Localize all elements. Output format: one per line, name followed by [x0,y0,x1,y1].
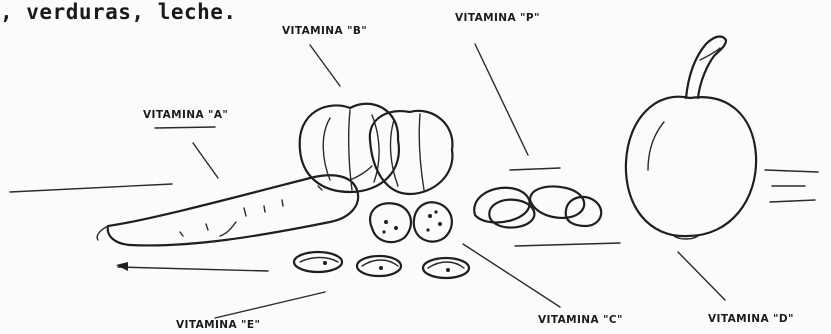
label-vitamin-b: VITAMINA "B" [282,25,367,37]
lemons-icon [370,202,452,242]
pointer-line-vitamin-p [475,44,528,155]
carrot-icon [97,166,372,245]
label-vitamin-d: VITAMINA "D" [708,313,794,325]
pointer-line-vitamin-b [310,45,340,86]
label-vitamin-c: VITAMINA "C" [538,314,623,326]
pointer-line-vitamin-c [463,244,560,307]
fruit-icon [300,104,453,194]
pointer-line-vitamin-a [193,143,218,178]
nuts-icon [294,252,469,278]
pointer-line-vitamin-e [215,292,325,318]
beans-icon [474,187,601,228]
sketch-lines [10,127,818,271]
apple-icon [626,37,756,239]
label-vitamin-e: VITAMINA "E" [176,319,260,331]
pointer-line-vitamin-d [678,252,725,300]
label-vitamin-p: VITAMINA "P" [455,12,540,24]
label-vitamin-a: VITAMINA "A" [143,109,228,121]
